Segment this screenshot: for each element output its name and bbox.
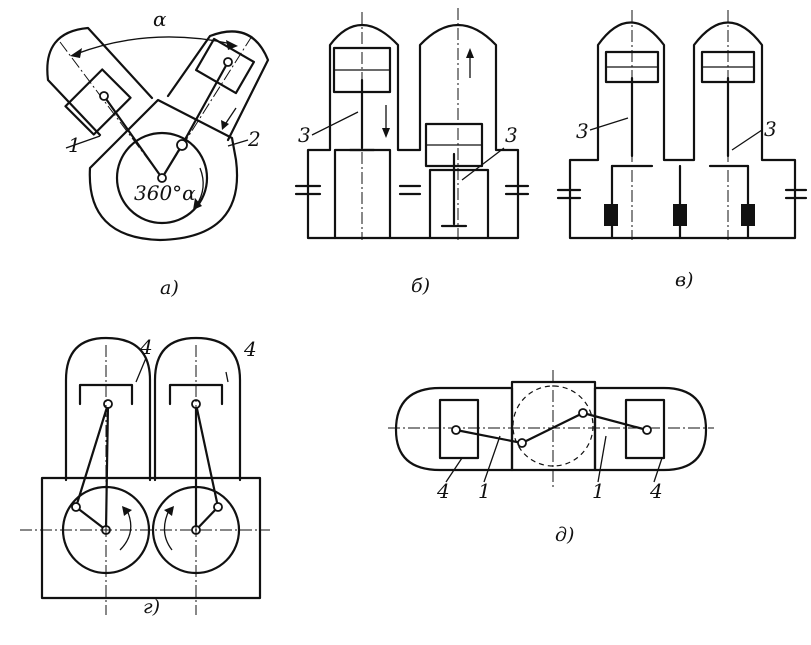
connecting-rods — [630, 76, 730, 158]
angle-arrow-left-icon — [70, 48, 82, 58]
panel-a-v-engine: α 360°α 1 2 а) — [46, 7, 270, 299]
angle-label: α — [153, 7, 167, 31]
panel-v-twin: 3 3 в) — [556, 10, 808, 291]
left-rotation-arrow-icon — [122, 506, 132, 516]
callout-3-right: 3 — [764, 117, 777, 141]
leader-4 — [135, 357, 229, 383]
counterweight-2 — [673, 204, 687, 226]
right-crank-chamber — [428, 168, 490, 240]
connecting-rods — [360, 78, 456, 226]
left-piston-pin — [451, 425, 461, 435]
opposed-engine-outline — [306, 23, 520, 240]
rods-and-cranks — [74, 402, 220, 532]
v-engine-crankcase — [88, 98, 239, 242]
twin-engine-outline — [568, 21, 797, 240]
right-piston — [624, 398, 666, 460]
crank-pin-1 — [517, 438, 527, 448]
piston-direction-arrow-icon — [221, 120, 229, 130]
v-connecting-rods — [102, 60, 230, 180]
callout-4-right: 4 — [243, 337, 257, 361]
callout-3-left: 3 — [298, 123, 311, 147]
callout-3-left: 3 — [576, 119, 589, 143]
crank-pin — [176, 139, 188, 151]
right-rotation-arrow-icon — [164, 506, 174, 516]
crankcase — [40, 476, 262, 600]
caption-b: б) — [411, 275, 430, 297]
left-cylinder — [394, 386, 514, 472]
callout-4-left: 4 — [139, 335, 153, 359]
callout-4-right: 4 — [649, 479, 663, 503]
crankshaft-center — [157, 173, 167, 183]
motion-lines — [385, 58, 471, 128]
right-cylinder — [153, 336, 242, 482]
piston-rings — [334, 69, 482, 146]
callout-4-left: 4 — [436, 479, 450, 503]
angle-arrow-right-icon — [226, 40, 238, 50]
cylinder-axes — [361, 8, 459, 240]
left-piston — [438, 398, 480, 460]
crank-circle — [115, 131, 209, 225]
counterweight-3 — [741, 204, 755, 226]
left-piston-pin — [99, 91, 109, 101]
main-bearings — [294, 184, 530, 196]
right-crank-pin — [213, 502, 223, 512]
callout-1-left: 1 — [478, 479, 491, 503]
callout-1-right: 1 — [592, 479, 605, 503]
right-piston-pin — [642, 425, 652, 435]
rod-bearings — [348, 148, 468, 228]
callout-1: 1 — [68, 133, 81, 157]
caption-a: а) — [160, 277, 179, 299]
right-cylinder — [593, 386, 708, 472]
left-crank-pin — [71, 502, 81, 512]
caption-v: в) — [675, 269, 693, 291]
callout-3-right: 3 — [505, 123, 518, 147]
left-piston — [64, 68, 132, 136]
crank-circle — [512, 385, 594, 467]
leaders — [445, 435, 663, 483]
left-piston-pin — [103, 399, 113, 409]
axes — [20, 345, 270, 615]
leader-3 — [311, 111, 505, 181]
left-cylinder — [46, 26, 154, 137]
leader-2 — [227, 139, 249, 147]
main-bearings — [556, 188, 808, 200]
up-arrow-icon — [466, 48, 474, 58]
cylinder-axes — [631, 10, 729, 240]
down-arrow-icon — [382, 128, 390, 138]
leader-1 — [65, 135, 101, 149]
callout-2: 2 — [247, 127, 261, 151]
right-cylinder — [166, 30, 270, 142]
angle-arc — [75, 36, 233, 55]
right-piston-pin — [223, 57, 233, 67]
caption-d: д) — [555, 524, 574, 546]
leader-3 — [589, 117, 763, 151]
rotation-arrow-icon — [193, 198, 202, 210]
rotation-label: 360°α — [134, 181, 196, 205]
left-cylinder — [64, 336, 152, 482]
crank-pin-2 — [578, 408, 588, 418]
panel-g-twin-crank: 4 4 г) — [20, 335, 270, 618]
caption-g: г) — [143, 596, 160, 618]
counterweight-1 — [604, 204, 618, 226]
panel-d-opposed-horizontal: 4 1 1 4 д) — [388, 370, 714, 546]
panel-b-opposed: 3 3 б) — [294, 8, 530, 297]
rods-and-crank — [454, 411, 649, 445]
